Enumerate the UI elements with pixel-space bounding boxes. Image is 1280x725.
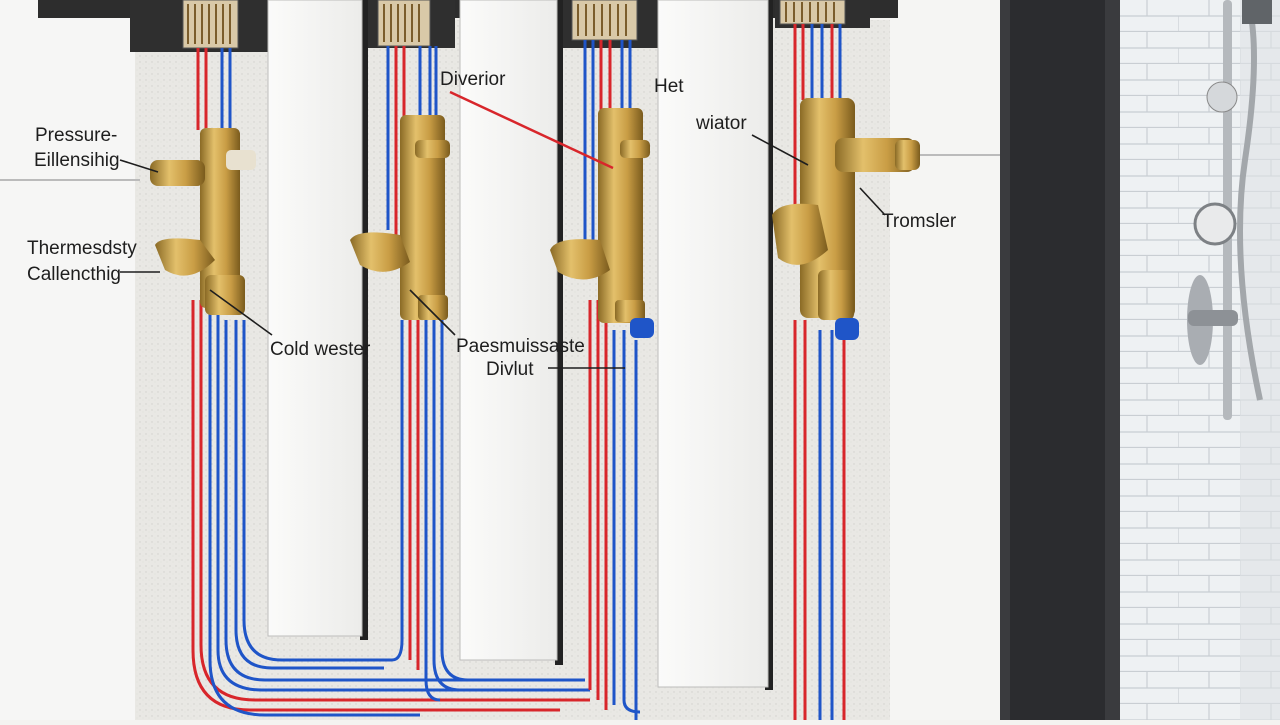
door-frame-inner xyxy=(1010,0,1105,720)
wall-panels xyxy=(267,0,773,690)
valve-2 xyxy=(350,115,450,320)
pressure-balancing-label-line2: Eillensihig xyxy=(34,150,120,171)
hot-water-label-line2: wiator xyxy=(696,113,747,134)
right-wall xyxy=(890,0,1000,720)
pressure-divert-label-line2: Divlut xyxy=(486,359,534,380)
valve-1 xyxy=(150,128,256,315)
hot-water-label-line1: Het xyxy=(654,76,684,97)
valve-4 xyxy=(772,98,920,340)
shower-glass xyxy=(1240,0,1280,720)
diverter-callout-line xyxy=(449,90,614,170)
left-wall xyxy=(0,0,140,720)
pipe-network xyxy=(191,24,846,720)
pressure-balancing-label-line1: Pressure- xyxy=(35,125,118,146)
diverter-label: Diverior xyxy=(440,69,506,90)
valve-3 xyxy=(550,108,654,338)
thermostatic-label-line1: Thermesdsty xyxy=(27,238,137,259)
pipe-connectors xyxy=(182,0,846,49)
callout-lines xyxy=(119,134,886,369)
pressure-divert-label-line1: Paesmuissaste xyxy=(456,336,585,357)
shower-fixture xyxy=(1187,0,1272,420)
transfer-label: Tromsler xyxy=(882,211,957,232)
thermostatic-label-line2: Callencthig xyxy=(27,264,121,285)
cold-water-label: Cold wester xyxy=(270,339,371,360)
